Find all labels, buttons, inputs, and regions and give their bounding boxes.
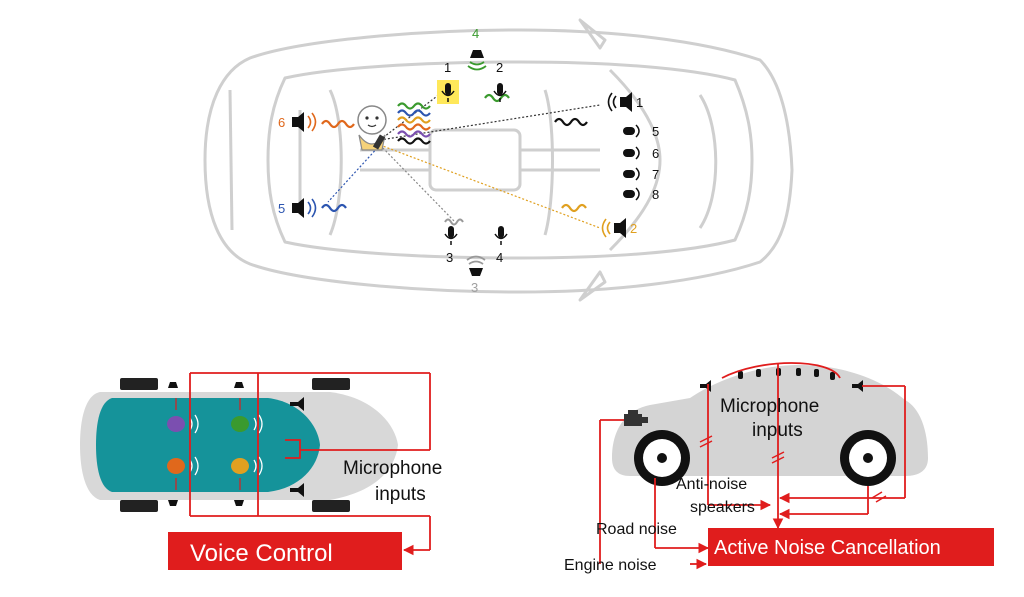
anc-banner-bg bbox=[708, 528, 994, 566]
anc-red-wiring bbox=[599, 362, 906, 570]
speaker-3-wave bbox=[444, 218, 464, 226]
top-dotted-paths bbox=[327, 89, 601, 229]
speaker-1-label: 1 bbox=[636, 95, 643, 110]
mic-3-icon bbox=[444, 226, 458, 245]
speaker-6-wave bbox=[321, 119, 355, 129]
speaker-4-icon bbox=[467, 50, 487, 71]
vc-dash-marks bbox=[175, 398, 241, 490]
vc-microphone-label: Microphone bbox=[343, 458, 442, 479]
baby-wave-bundle bbox=[397, 102, 431, 145]
speaker-1-wave bbox=[554, 117, 588, 127]
mic-3-label: 3 bbox=[446, 250, 453, 265]
mic-1-label-top: 1 bbox=[444, 60, 451, 75]
anc-inputs-label: inputs bbox=[752, 420, 803, 441]
speaker-5-wave bbox=[321, 203, 347, 213]
speaker-6-label: 6 bbox=[278, 115, 285, 130]
speaker-2-wave bbox=[561, 203, 587, 213]
vc-speaker-icons bbox=[168, 382, 304, 506]
mic-7-label: 7 bbox=[652, 167, 659, 182]
vc-inputs-label: inputs bbox=[375, 484, 426, 505]
mic-7-icon bbox=[623, 167, 640, 181]
voice-control-car bbox=[80, 378, 398, 512]
mic-8-label: 8 bbox=[652, 187, 659, 202]
speaker-2-label: 2 bbox=[630, 221, 637, 236]
speaker-3-icon bbox=[466, 255, 486, 276]
speaker-1-icon bbox=[607, 92, 632, 112]
mic-4-icon bbox=[494, 226, 508, 245]
speaker-4-label: 4 bbox=[472, 26, 479, 41]
anc-car bbox=[612, 365, 928, 486]
anc-banner: Active Noise Cancellation bbox=[714, 537, 941, 559]
engine-noise-label: Engine noise bbox=[564, 557, 657, 574]
vc-red-wiring bbox=[189, 372, 431, 556]
speakers-label: speakers bbox=[690, 499, 755, 516]
speaker-5-icon bbox=[292, 198, 317, 218]
anc-break-marks bbox=[699, 435, 887, 503]
mic-2-icon bbox=[493, 83, 507, 102]
mic-5-label: 5 bbox=[652, 124, 659, 139]
mic-1-icon bbox=[441, 83, 455, 102]
mic-6-icon bbox=[623, 146, 640, 160]
mic-5-icon bbox=[623, 124, 640, 138]
mic-2-label-top: 2 bbox=[496, 60, 503, 75]
voice-control-banner-bg bbox=[168, 532, 402, 570]
voice-control-banner: Voice Control bbox=[190, 540, 333, 567]
speaker-3-label: 3 bbox=[471, 280, 478, 295]
mic-6-label: 6 bbox=[652, 146, 659, 161]
mic-4-label: 4 bbox=[496, 250, 503, 265]
speaker-5-label: 5 bbox=[278, 201, 285, 216]
anti-noise-label: Anti-noise bbox=[676, 476, 747, 493]
engine-icon bbox=[624, 410, 648, 426]
speaker-4-wave bbox=[484, 93, 510, 103]
speaker-2-icon bbox=[601, 218, 626, 238]
road-noise-label: Road noise bbox=[596, 521, 677, 538]
anc-microphone-label: Microphone bbox=[720, 396, 819, 417]
speaker-6-icon bbox=[292, 112, 317, 132]
mic-8-icon bbox=[623, 187, 640, 201]
baby-icon bbox=[357, 105, 387, 151]
